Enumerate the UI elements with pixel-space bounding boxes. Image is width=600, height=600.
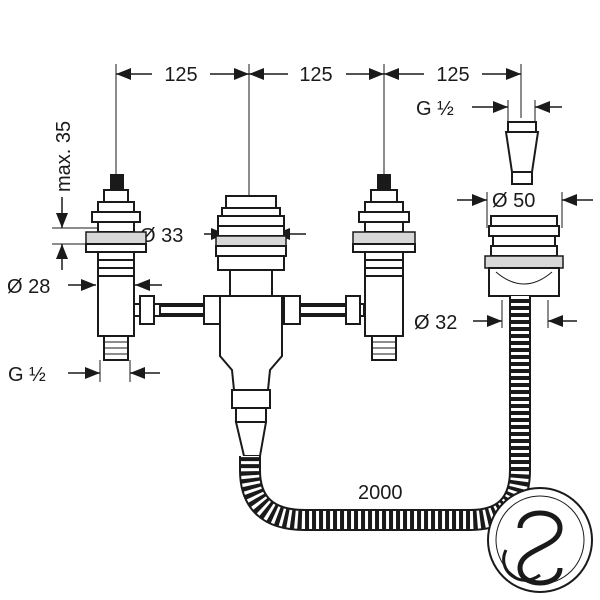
dia-hose-label: Ø 32 [414,312,457,334]
right-valve [352,174,416,361]
dimension-spacing-2: 125 [299,64,332,86]
logo-seal [487,487,593,593]
dia-drain-dimension: Ø 50 [457,188,593,228]
dia-center-label: Ø 33 [140,225,183,247]
dia-valve-label: Ø 28 [7,276,50,298]
max-height-dimension: max. 35 [52,121,120,270]
hose-length-label: 2000 [358,482,403,504]
thread-bottom-left-dimension: G ½ [8,360,160,386]
thread-top-right-label: G ½ [416,98,454,120]
thread-top-right-dimension: G ½ [416,98,562,125]
dia-valve-dimension: Ø 28 [7,276,162,298]
dia-hose-dimension: Ø 32 [414,300,577,334]
max-height-label: max. 35 [53,121,75,192]
center-mixer [215,195,287,457]
dimension-spacing-3: 125 [436,64,469,86]
dimension-spacing-1: 125 [164,64,197,86]
drain-assembly [484,121,564,297]
connecting-pipes [133,295,365,325]
corrugated-hose: 2000 [239,296,531,531]
thread-bottom-left-label: G ½ [8,364,46,386]
left-valve [85,174,147,361]
top-dimension-chain: 125 125 125 [115,62,522,195]
dia-drain-label: Ø 50 [492,190,535,212]
